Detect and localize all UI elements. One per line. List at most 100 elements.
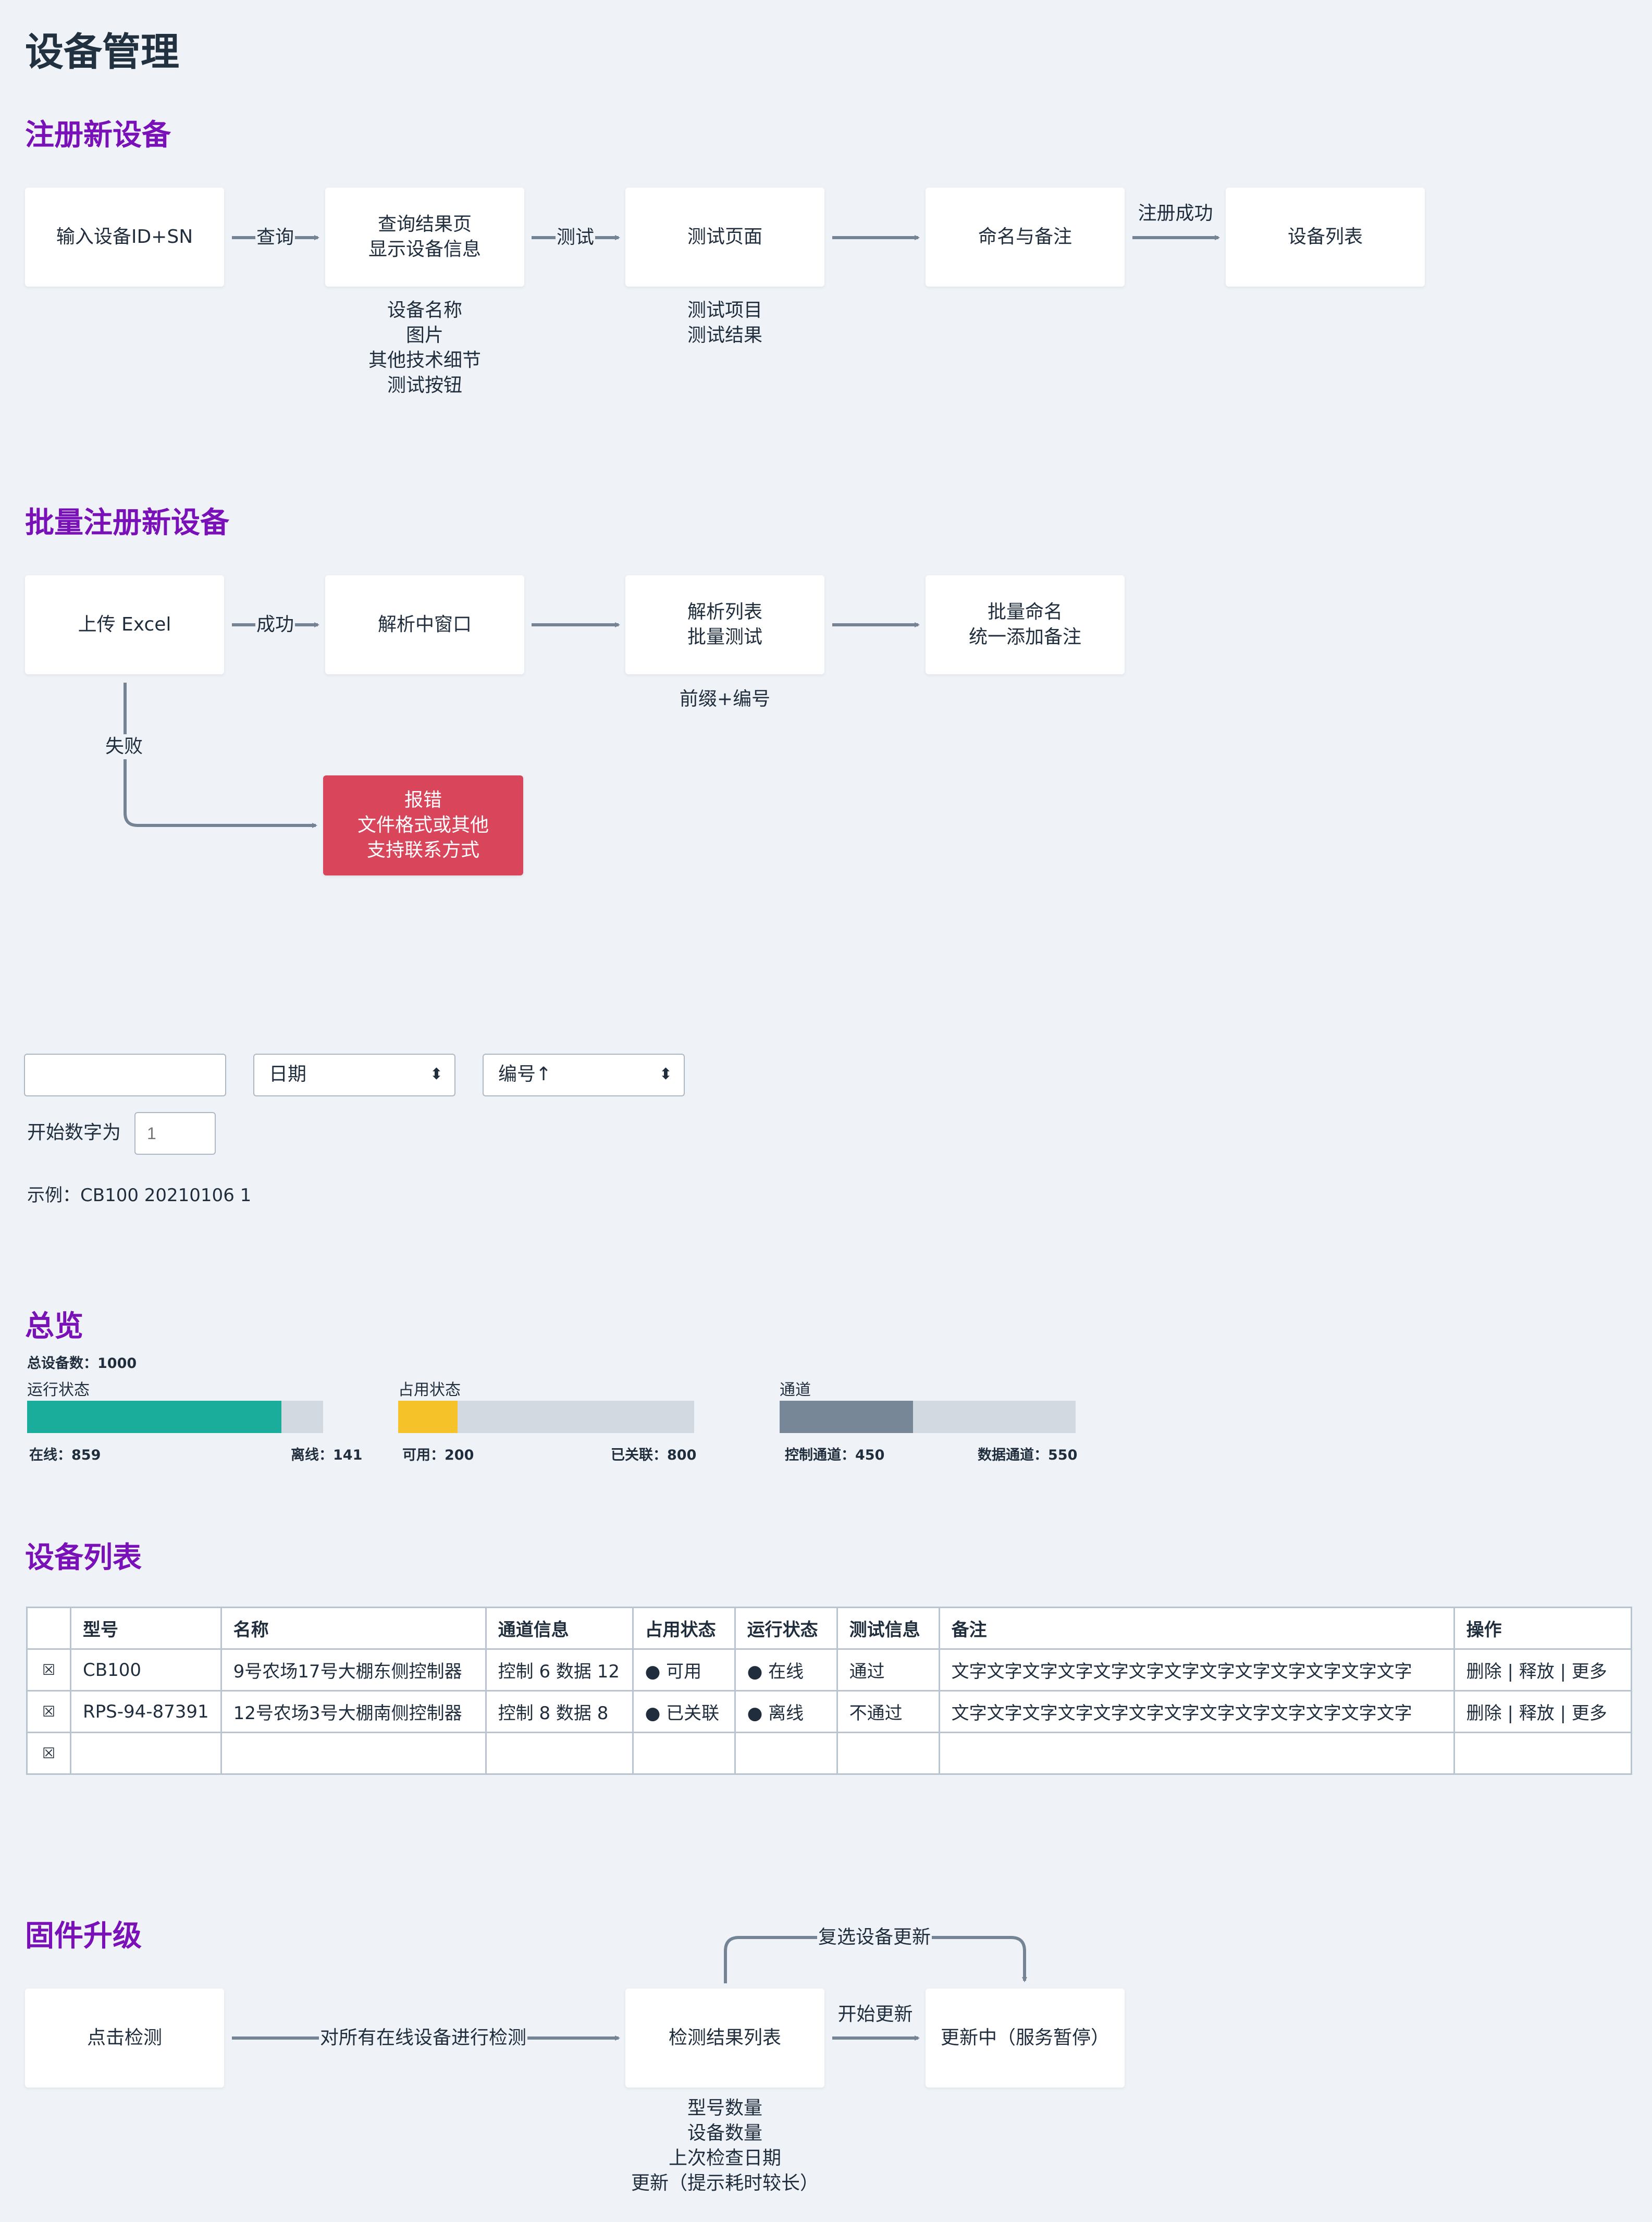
bar-right-label-running: 离线：141 — [291, 1447, 363, 1463]
step-text: 更新中（服务暂停） — [940, 2027, 1109, 2048]
register-edge-label-query: 查询 — [255, 225, 295, 250]
step-text: 解析列表 — [687, 601, 762, 623]
table-row: ☒ — [26, 1732, 1632, 1775]
register-edge-label-test: 测试 — [556, 225, 596, 250]
chevron-updown-icon: ⬍ — [429, 1065, 443, 1083]
column-header-select — [26, 1607, 71, 1650]
cell-running: ● 离线 — [734, 1690, 838, 1733]
cell-name: 9号农场17号大棚东侧控制器 — [220, 1648, 487, 1692]
step-text: 批量命名 — [987, 601, 1063, 623]
bar-right-label-channel: 数据通道：550 — [978, 1447, 1078, 1463]
step-text: 设备列表 — [1287, 226, 1363, 248]
batch-step-parse-list: 解析列表批量测试 — [625, 575, 824, 674]
progress-bar-occupancy — [398, 1401, 694, 1433]
cell-occupancy: ● 已关联 — [632, 1690, 736, 1733]
step-text: 查询结果页 — [377, 214, 472, 235]
progress-fill-running — [27, 1401, 281, 1433]
cell-actions[interactable]: 删除 | 释放 | 更多 — [1453, 1648, 1632, 1692]
cell-channel: 控制 6 数据 12 — [485, 1648, 634, 1692]
error-text: 支持联系方式 — [366, 840, 479, 861]
register-note-query-result: 设备名称 图片 其他技术细节 测试按钮 — [325, 298, 524, 398]
register-step-input-id: 输入设备ID+SN — [25, 188, 224, 287]
row-checkbox[interactable]: ☒ — [26, 1648, 71, 1692]
cell-model: RPS-94-87391 — [70, 1690, 222, 1733]
progress-bar-running — [27, 1401, 323, 1433]
number-order-select[interactable]: 编号↑ ⬍ — [483, 1054, 685, 1096]
number-select-value: 编号↑ — [498, 1064, 552, 1085]
column-header-occupancy: 占用状态 — [632, 1607, 736, 1650]
table-header-row: 型号 名称 通道信息 占用状态 运行状态 测试信息 备注 操作 — [26, 1607, 1632, 1650]
cell-channel: 控制 8 数据 8 — [485, 1690, 634, 1733]
cell-occupancy — [632, 1732, 736, 1775]
device-table: 型号 名称 通道信息 占用状态 运行状态 测试信息 备注 操作 ☒ CB100 … — [26, 1607, 1632, 1775]
firmware-edge-label-start-update: 开始更新 — [837, 2004, 913, 2025]
column-header-test: 测试信息 — [836, 1607, 940, 1650]
error-text: 文件格式或其他 — [357, 814, 489, 836]
note-line: 更新（提示耗时较长） — [631, 2172, 819, 2194]
note-line: 设备数量 — [687, 2122, 762, 2144]
total-devices-label: 总设备数：1000 — [27, 1355, 137, 1372]
batch-note-parse-list: 前缀+编号 — [679, 688, 771, 710]
batch-step-batch-naming: 批量命名统一添加备注 — [926, 575, 1125, 674]
bar-title-running: 运行状态 — [27, 1381, 90, 1399]
cell-model: CB100 — [70, 1648, 222, 1692]
step-text: 测试页面 — [687, 226, 762, 248]
date-select-value: 日期 — [269, 1064, 307, 1085]
cell-model — [70, 1732, 222, 1775]
batch-error-box: 报错 文件格式或其他 支持联系方式 — [323, 775, 523, 875]
step-text: 统一添加备注 — [968, 626, 1081, 648]
column-header-name: 名称 — [220, 1607, 487, 1650]
note-line: 设备名称 — [387, 300, 462, 321]
register-step-naming: 命名与备注 — [926, 188, 1125, 287]
naming-example: 示例：CB100 20210106 1 — [27, 1185, 252, 1206]
step-text: 命名与备注 — [978, 226, 1072, 248]
progress-fill-channel — [780, 1401, 913, 1433]
batch-edge-label-fail: 失败 — [104, 734, 144, 759]
row-checkbox[interactable]: ☒ — [26, 1690, 71, 1733]
table-row: ☒ CB100 9号农场17号大棚东侧控制器 控制 6 数据 12 ● 可用 ●… — [26, 1648, 1632, 1692]
step-text: 检测结果列表 — [668, 2027, 781, 2048]
section-title-device-list: 设备列表 — [25, 1541, 142, 1575]
step-text: 批量测试 — [687, 626, 762, 648]
date-select[interactable]: 日期 ⬍ — [253, 1054, 455, 1096]
step-text: 显示设备信息 — [368, 239, 481, 260]
cell-remark: 文字文字文字文字文字文字文字文字文字文字文字文字文字 — [938, 1648, 1455, 1692]
step-text: 上传 Excel — [78, 614, 171, 635]
note-line: 图片 — [405, 325, 443, 346]
section-title-register: 注册新设备 — [25, 118, 171, 152]
table-row: ☒ RPS-94-87391 12号农场3号大棚南侧控制器 控制 8 数据 8 … — [26, 1690, 1632, 1733]
register-edge-label-success: 注册成功 — [1138, 203, 1213, 224]
cell-actions[interactable]: 删除 | 释放 | 更多 — [1453, 1690, 1632, 1733]
step-text: 点击检测 — [87, 2027, 162, 2048]
cell-actions[interactable] — [1453, 1732, 1632, 1775]
progress-bar-channel — [780, 1401, 1076, 1433]
bar-left-label-channel: 控制通道：450 — [785, 1447, 885, 1463]
row-checkbox[interactable]: ☒ — [26, 1732, 71, 1775]
section-title-batch: 批量注册新设备 — [25, 506, 229, 540]
bar-title-occupancy: 占用状态 — [398, 1381, 461, 1399]
section-title-overview: 总览 — [25, 1310, 83, 1343]
bar-left-label-occupancy: 可用：200 — [402, 1447, 474, 1463]
start-number-input[interactable] — [134, 1112, 216, 1155]
column-header-model: 型号 — [70, 1607, 222, 1650]
batch-fail-edge — [124, 683, 317, 828]
cell-channel — [485, 1732, 634, 1775]
cell-remark — [938, 1732, 1455, 1775]
note-line: 测试项目 — [687, 300, 762, 321]
register-step-query-result: 查询结果页显示设备信息 — [325, 188, 524, 287]
prefix-input[interactable] — [24, 1054, 226, 1096]
batch-step-upload-excel: 上传 Excel — [25, 575, 224, 674]
note-line: 测试结果 — [687, 325, 762, 346]
column-header-channel: 通道信息 — [485, 1607, 634, 1650]
cell-name: 12号农场3号大棚南侧控制器 — [220, 1690, 487, 1733]
batch-step-parsing: 解析中窗口 — [325, 575, 524, 674]
error-text: 报错 — [404, 789, 442, 811]
step-text: 解析中窗口 — [377, 614, 472, 635]
step-text: 输入设备ID+SN — [56, 226, 193, 248]
firmware-note-result-list: 型号数量 设备数量 上次检查日期 更新（提示耗时较长） — [568, 2096, 882, 2196]
firmware-step-updating: 更新中（服务暂停） — [926, 1989, 1125, 2088]
column-header-remark: 备注 — [938, 1607, 1455, 1650]
column-header-actions: 操作 — [1453, 1607, 1632, 1650]
batch-edge-label-success: 成功 — [255, 612, 295, 637]
cell-test — [836, 1732, 940, 1775]
